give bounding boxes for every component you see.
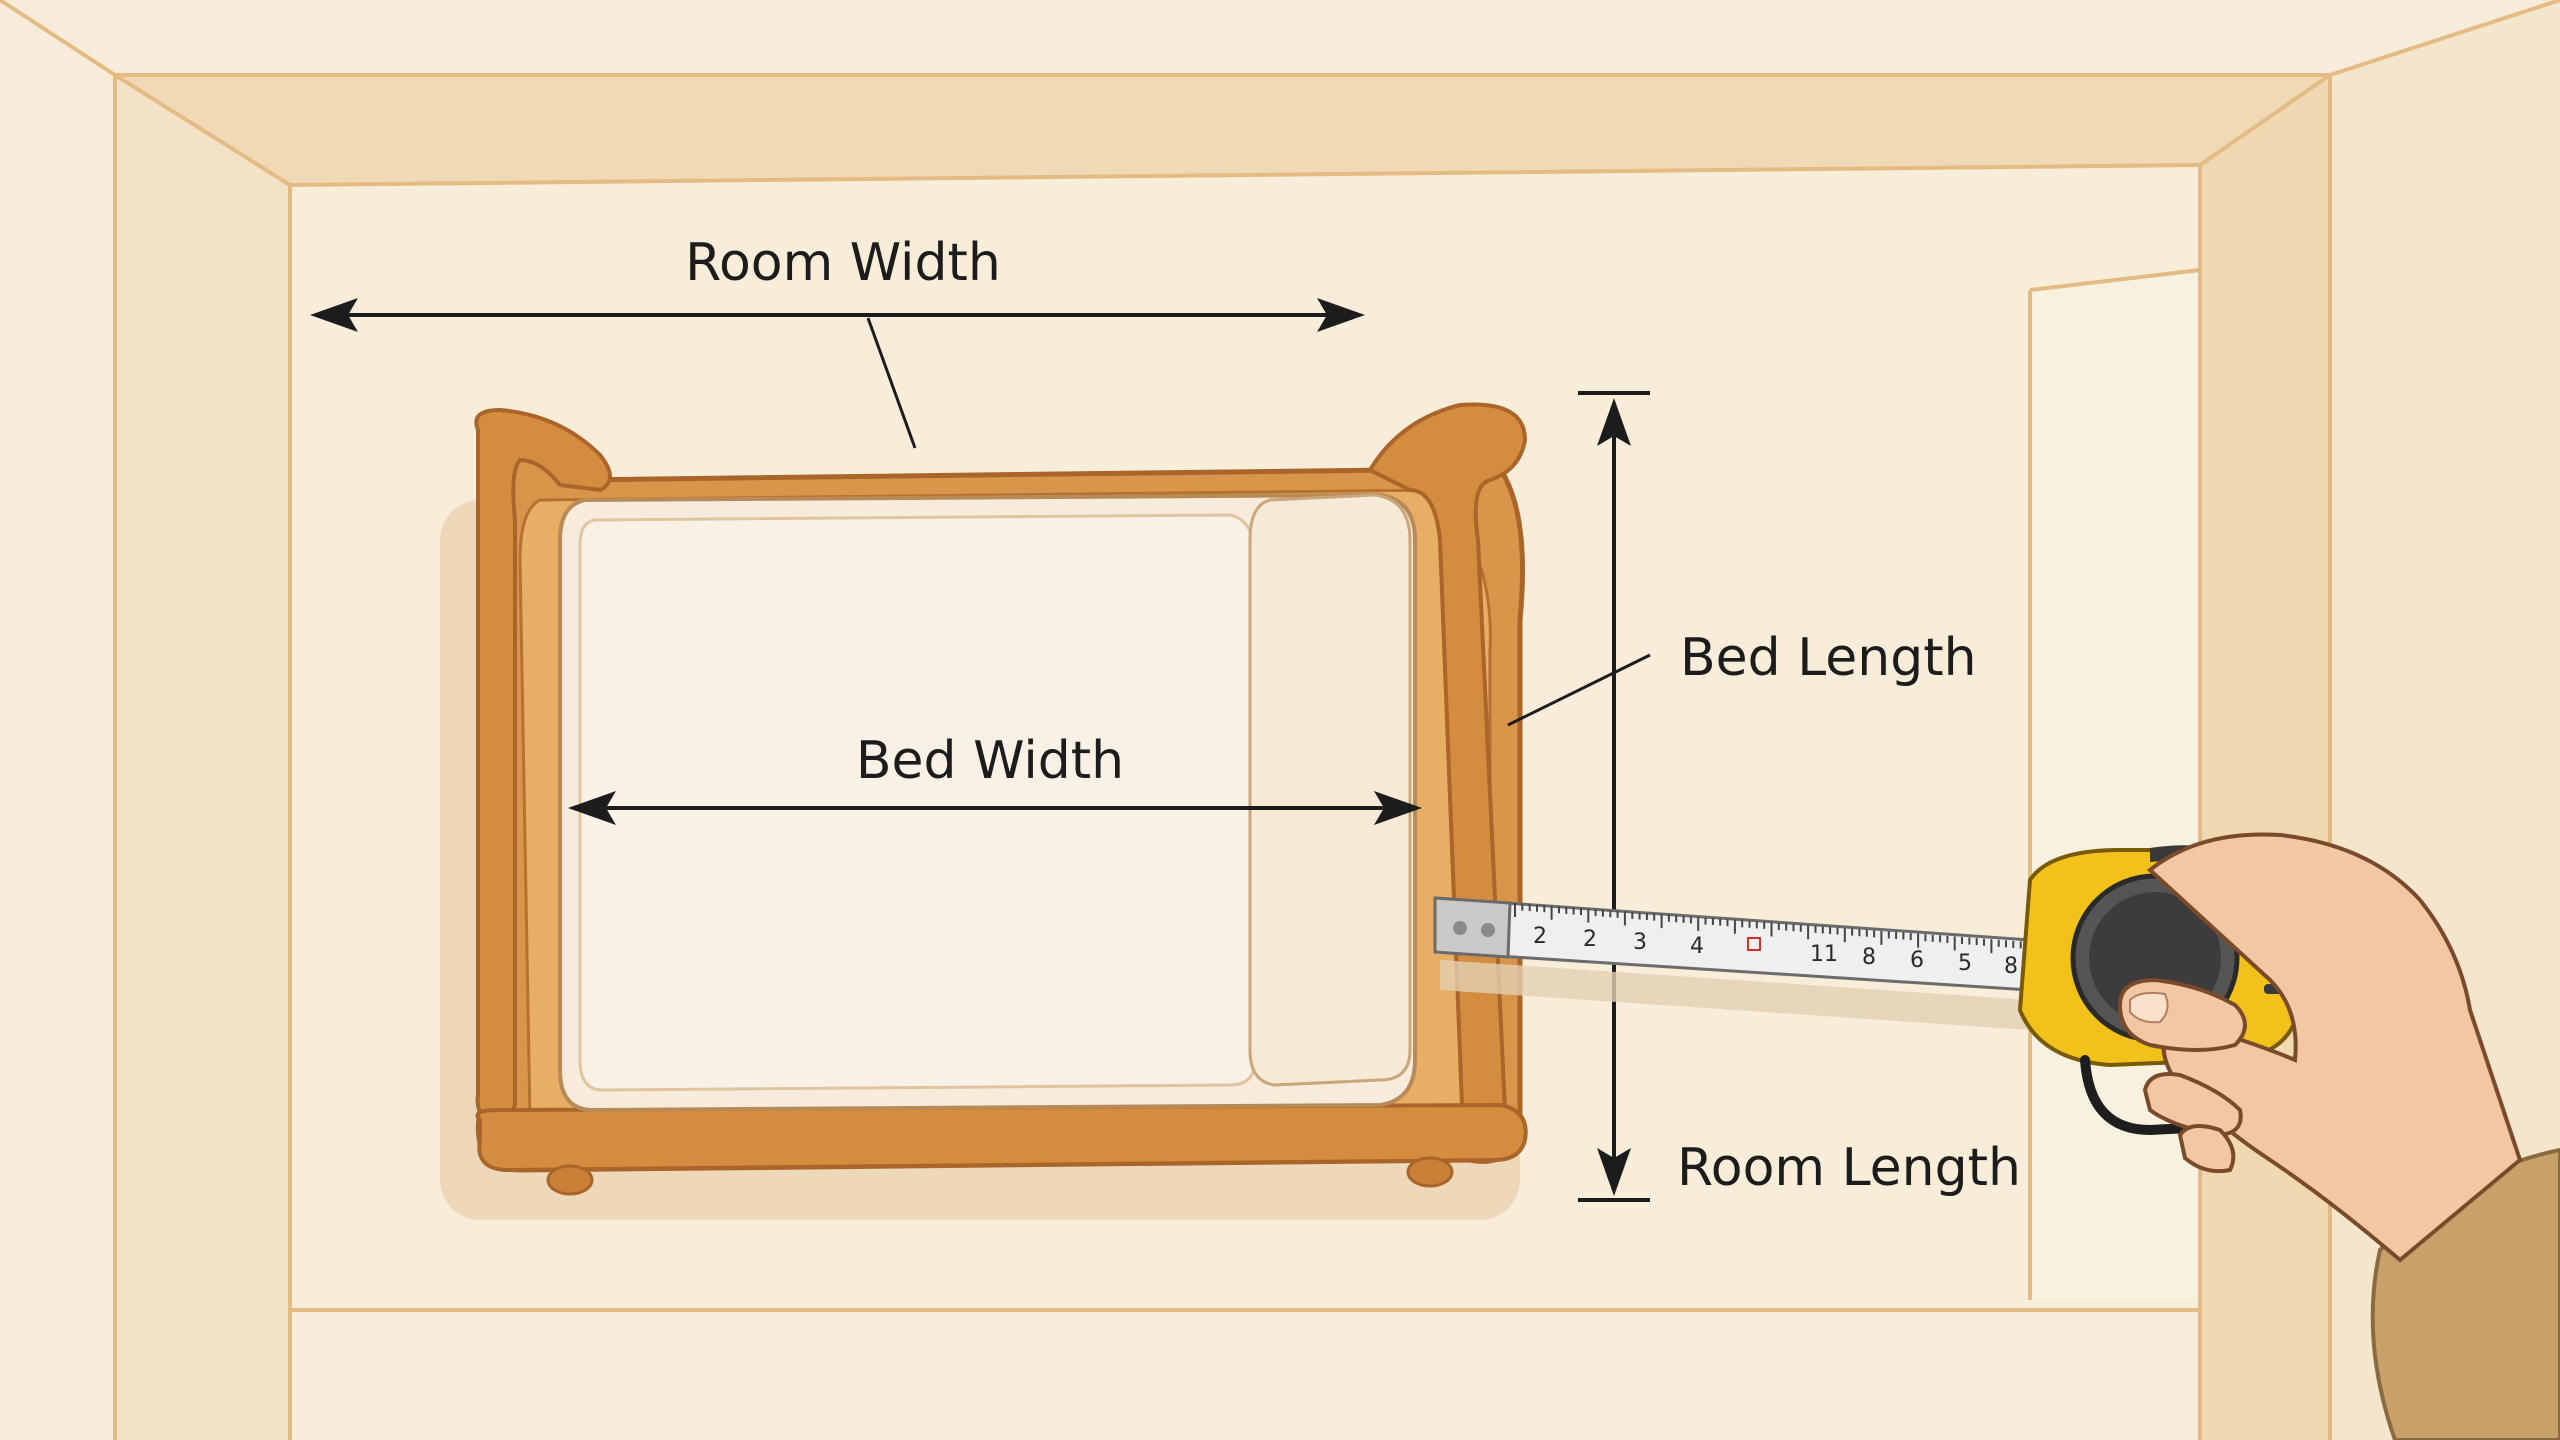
tape-hook-rivet [1481, 923, 1495, 937]
tape-number: 8 [1862, 945, 1876, 970]
tape-number: 5 [1958, 951, 1972, 976]
bed-footrail [475, 1102, 1528, 1173]
hand-finger [2177, 1124, 2236, 1174]
room-length-label: Room Length [1677, 1138, 2021, 1198]
room-width-label: Room Width [685, 233, 1001, 293]
room-width-arrow-right [1317, 298, 1365, 332]
tape-red-marker [1747, 937, 1761, 951]
hand-finger [2142, 1072, 2243, 1138]
bed-icon [440, 402, 1528, 1220]
room-length-arrow-top [1597, 398, 1631, 446]
hand-icon [2117, 832, 2560, 1440]
tape-number: 8 [2004, 954, 2018, 979]
left-wall [115, 75, 290, 1440]
floor-light-patch [2030, 270, 2200, 1300]
tape-number: 4 [1690, 934, 1704, 959]
tape-belt-clip [2080, 1055, 2195, 1136]
tape-number: 11 [1810, 942, 1838, 967]
tape-number: 6 [1910, 948, 1924, 973]
bed-length-leader [1507, 653, 1651, 727]
tape-ticks [1514, 903, 2029, 956]
room-width-leader [866, 317, 917, 449]
dimension-lines [310, 298, 1651, 1202]
pillow [1248, 493, 1412, 1087]
tape-hook-rivet [1453, 921, 1467, 935]
bed-width-arrow-right [1374, 791, 1422, 825]
tape-blade-shadow [1440, 960, 2030, 1030]
mattress-top [578, 513, 1257, 1092]
room-width-arrow-left [310, 298, 358, 332]
bed-width-arrow-left [568, 791, 616, 825]
tape-number: 3 [1633, 930, 1647, 955]
tape-number: 2 [1583, 927, 1597, 952]
thumbnail [2129, 991, 2169, 1024]
room-length-arrow-bottom [1597, 1148, 1631, 1196]
right-wall [2200, 75, 2330, 1440]
tape-number: 2 [1533, 924, 1547, 949]
top-wall [115, 75, 2330, 185]
bed-foot-left [546, 1164, 594, 1196]
bed-foot-right [1406, 1156, 1454, 1188]
bed-length-label: Bed Length [1680, 628, 1977, 688]
tape-hook [1433, 896, 1512, 959]
bed-width-label: Bed Width [856, 731, 1124, 791]
